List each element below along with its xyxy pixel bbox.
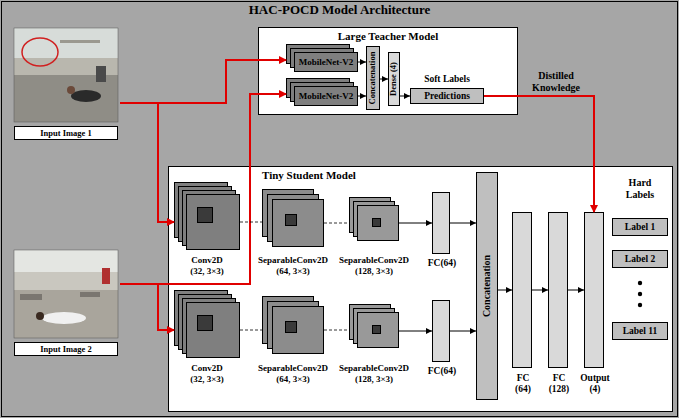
feature-map-front — [272, 199, 324, 247]
photo-frame — [60, 40, 100, 43]
mobilenet-block: MobileNet-V2 — [286, 78, 358, 106]
fc-bar: FC(64) — [432, 192, 450, 254]
sepconv-layer: SeparableConv2D (64, 3×3) — [262, 189, 324, 247]
box-text: Label 11 — [623, 326, 658, 337]
layer-label: FC(64) — [420, 366, 464, 377]
photo-head — [67, 86, 75, 94]
bar-label: Concatenation — [368, 52, 378, 105]
teacher-panel: Large Teacher ModelMobileNet-V2MobileNet… — [258, 27, 518, 115]
fc-bar: FC(64) — [432, 300, 450, 362]
feature-map-front: MobileNet-V2 — [294, 86, 358, 106]
bar-label: Concatenation — [481, 255, 493, 317]
box-text: Predictions — [424, 91, 470, 102]
concat-bar: Concatenation — [476, 172, 498, 400]
edge-label: Distilled Knowledge — [523, 70, 589, 93]
photo-mark — [22, 38, 58, 66]
connector — [120, 103, 174, 222]
mobilenet-block: MobileNet-V2 — [286, 44, 358, 72]
fc-bar: FC (128) — [548, 212, 568, 368]
input-image: Input Image 1 — [12, 27, 120, 143]
box-text: Label 2 — [625, 254, 655, 265]
photo-floor — [14, 75, 118, 122]
sepconv-layer: SeparableConv2D (128, 3×3) — [349, 197, 399, 241]
panel-title: Tiny Student Model — [262, 169, 356, 182]
annotation: Hard Labels — [616, 177, 664, 200]
conv-layer: Conv2D (32, 3×3) — [174, 182, 240, 250]
photo-edge — [14, 28, 118, 122]
input-image: Input Image 2 — [12, 249, 120, 359]
fc-bar: FC (64) — [512, 212, 532, 368]
photo-wall — [14, 250, 118, 338]
photo-chair — [96, 66, 106, 82]
layer-label: Conv2D (32, 3×3) — [186, 363, 228, 385]
layer-label: SeparableConv2D (128, 3×3) — [334, 255, 414, 277]
output-bar: Output (4) — [584, 212, 604, 368]
filter-window — [197, 315, 213, 331]
layer-name: MobileNet-V2 — [299, 57, 353, 67]
photo-head — [36, 312, 44, 320]
image-caption: Input Image 1 — [14, 126, 118, 140]
photo-wall — [14, 28, 118, 122]
sepconv-layer: SeparableConv2D (64, 3×3) — [262, 296, 324, 354]
photo-window — [14, 28, 118, 58]
dense-bar: Dense (4) — [388, 52, 400, 106]
bar-label: Dense (4) — [389, 62, 399, 96]
feature-map-front — [186, 302, 240, 358]
student-panel: Tiny Student ModelConv2D (32, 3×3) Separa… — [168, 166, 673, 412]
diagram-title: HAC-POCD Model Architecture — [0, 3, 679, 18]
layer-label: FC (64) — [510, 373, 536, 395]
connector — [120, 284, 174, 330]
layer-label: Conv2D (32, 3×3) — [186, 255, 228, 277]
photo-floor — [14, 290, 118, 338]
photo-person — [102, 268, 110, 284]
filter-window — [285, 214, 297, 226]
filter-window — [197, 207, 213, 223]
feature-map-front: MobileNet-V2 — [294, 52, 358, 72]
conv-layer: Conv2D (32, 3×3) — [174, 290, 240, 358]
layer-label: SeparableConv2D (128, 3×3) — [334, 363, 414, 385]
filter-window — [372, 218, 381, 227]
layer-label: Output (4) — [575, 373, 615, 395]
label-box: Label 11 — [612, 322, 668, 340]
photo-person — [71, 90, 101, 102]
label-box: Label 2 — [612, 250, 668, 268]
prediction-box: Soft LabelsPredictions — [410, 88, 484, 104]
feature-map-front — [357, 312, 399, 348]
box-text: Label 1 — [625, 222, 655, 233]
sepconv-layer: SeparableConv2D (128, 3×3) — [349, 304, 399, 348]
layer-name: MobileNet-V2 — [299, 91, 353, 101]
label-box: Label 1 — [612, 218, 668, 236]
photo-table — [80, 292, 100, 297]
photo-1 — [14, 28, 118, 122]
image-caption: Input Image 2 — [14, 342, 118, 356]
photo-table — [20, 294, 42, 300]
concat-bar: Concatenation — [366, 46, 380, 110]
layer-label: SeparableConv2D (64, 3×3) — [253, 363, 333, 385]
layer-label: SeparableConv2D (64, 3×3) — [253, 255, 333, 277]
photo-edge — [14, 250, 118, 338]
feature-map-front — [272, 306, 324, 354]
layer-label: FC (128) — [546, 373, 572, 395]
feature-map-front — [186, 194, 240, 250]
box-heading: Soft Labels — [424, 74, 470, 85]
filter-window — [372, 325, 381, 334]
layer-label: FC(64) — [420, 258, 464, 269]
photo-person — [42, 312, 86, 324]
filter-window — [285, 321, 297, 333]
panel-title: Large Teacher Model — [259, 30, 517, 43]
feature-map-front — [357, 205, 399, 241]
photo-2 — [14, 250, 118, 338]
